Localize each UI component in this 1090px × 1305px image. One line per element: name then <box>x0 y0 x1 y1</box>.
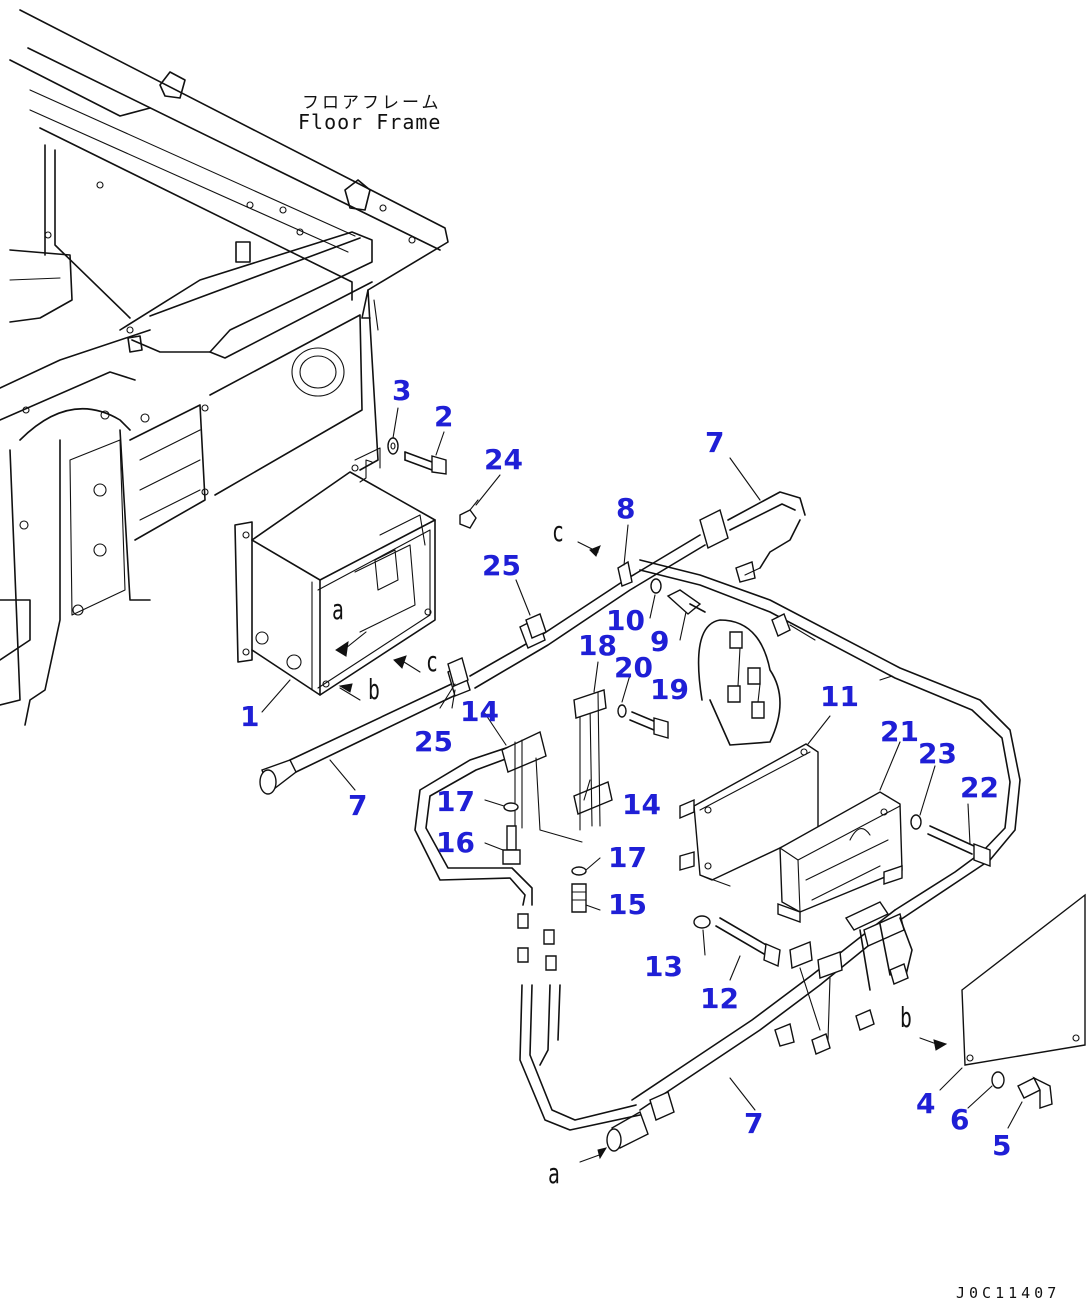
grommet-8 <box>617 560 633 587</box>
callout-15: 15 <box>608 888 647 921</box>
callout-12: 12 <box>700 982 739 1015</box>
callout-25-upper: 25 <box>482 549 521 582</box>
controller-21 <box>777 791 903 923</box>
callout-16: 16 <box>436 826 475 859</box>
callout-11: 11 <box>820 680 859 713</box>
plate-11 <box>679 743 819 887</box>
bolt-16 <box>502 825 521 865</box>
clamp-25-lower <box>439 657 469 709</box>
clamp-25-upper <box>525 613 547 639</box>
leader-lines <box>261 407 1023 1129</box>
wiring-harness-7 <box>259 491 1021 1152</box>
ref-b-plate: b <box>900 1001 912 1034</box>
washer-23 <box>910 814 922 830</box>
callout-7-upper: 7 <box>705 426 725 459</box>
washer-6 <box>991 1071 1005 1089</box>
bolt-9 <box>666 589 706 615</box>
callout-21: 21 <box>880 715 919 748</box>
callout-2: 2 <box>434 400 454 433</box>
bracket-14-left <box>501 731 583 843</box>
cover-plate-4 <box>961 893 1086 1066</box>
washer-13 <box>693 915 711 929</box>
floor-frame-label-english: Floor Frame <box>298 110 442 134</box>
washer-10 <box>650 578 662 594</box>
callout-19: 19 <box>650 673 689 706</box>
callout-3: 3 <box>392 374 412 407</box>
callout-7-lower: 7 <box>744 1107 764 1140</box>
washer-3 <box>387 437 399 455</box>
callout-20: 20 <box>614 651 653 684</box>
callout-22: 22 <box>960 771 999 804</box>
ref-b-box: b <box>368 673 380 706</box>
bracket-14-right <box>573 699 613 831</box>
bracket-18 <box>573 689 607 827</box>
callout-14-right: 14 <box>622 788 661 821</box>
callout-7-left: 7 <box>348 789 368 822</box>
callout-10: 10 <box>606 604 645 637</box>
connection-arrows <box>335 541 948 1163</box>
callout-8: 8 <box>616 492 636 525</box>
callout-4: 4 <box>916 1087 936 1120</box>
ref-a-lower: a <box>548 1157 560 1190</box>
callout-6: 6 <box>950 1103 970 1136</box>
document-id: J0C11407 <box>956 1284 1061 1302</box>
bolt-19 <box>629 711 669 739</box>
callout-23: 23 <box>918 737 957 770</box>
washer-20 <box>617 704 627 718</box>
callout-13: 13 <box>644 950 683 983</box>
bolt-15 <box>571 883 601 913</box>
callout-17-upper: 17 <box>436 785 475 818</box>
callout-17-lower: 17 <box>608 841 647 874</box>
callout-25-lower: 25 <box>414 725 453 758</box>
ref-c-upper: c <box>552 515 564 548</box>
bolt-22 <box>927 825 991 868</box>
callout-1: 1 <box>240 700 260 733</box>
clip-24 <box>459 499 479 529</box>
callout-18: 18 <box>578 629 617 662</box>
floor-frame <box>0 9 449 726</box>
relay-block <box>789 901 913 1055</box>
bolt-2 <box>404 451 447 475</box>
terminal-plugs <box>517 619 781 971</box>
bolt-5 <box>1017 1076 1053 1109</box>
floor-frame-label-japanese: フロアフレーム <box>302 93 442 113</box>
bolt-12 <box>715 917 781 968</box>
control-box <box>234 447 436 696</box>
ref-c-box: c <box>426 645 438 678</box>
callout-24: 24 <box>484 443 523 476</box>
callout-14-left: 14 <box>460 695 499 728</box>
callout-5: 5 <box>992 1129 1012 1162</box>
washer-17-lower <box>571 866 587 876</box>
ref-a-box: a <box>332 593 344 626</box>
washer-17-upper <box>503 802 519 812</box>
callout-9: 9 <box>650 625 670 658</box>
